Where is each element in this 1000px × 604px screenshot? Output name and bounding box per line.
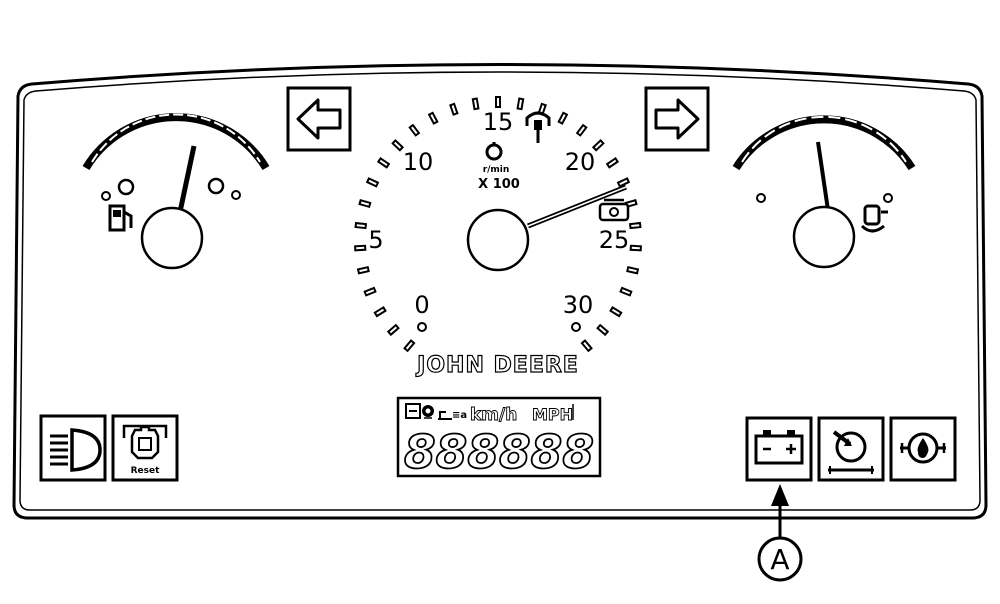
hydraulic-filter-indicator (817, 416, 885, 482)
tach-label-20: 20 (565, 148, 596, 176)
tach-tick-highlight (356, 224, 365, 227)
tach-tick-highlight (621, 289, 631, 295)
display-unit-label: km/h (470, 405, 517, 425)
coolant-cold-marker (756, 193, 766, 203)
coolant-temperature-gauge (732, 115, 916, 269)
fuel-full-marker (231, 190, 241, 200)
tach-label-25: 25 (599, 226, 630, 254)
tach-label-10: 10 (403, 148, 434, 176)
left-turn-arrow-icon (296, 98, 342, 140)
transmission-icon (598, 198, 630, 222)
tach-tick-highlight (608, 159, 617, 166)
tach-tick-highlight (578, 126, 585, 135)
engine-reset-indicator: Reset (111, 414, 179, 482)
headlight-indicator (39, 414, 107, 482)
right-turn-indicator (644, 86, 710, 152)
tach-tick-highlight (518, 99, 522, 108)
tach-label-5: 5 (368, 226, 383, 254)
tach-tick-highlight (628, 268, 637, 273)
tach-tick-highlight (474, 99, 478, 108)
tach-tick-highlight (359, 268, 368, 273)
display-km-icon-text: ≡a (452, 410, 467, 421)
tach-tick-highlight (394, 141, 402, 149)
oil-pressure-icon (900, 432, 946, 464)
battery-indicator (745, 416, 813, 482)
panel-inner-outline (19, 71, 981, 511)
fuel-low-marker (101, 191, 111, 201)
coolant-gauge-needle (816, 141, 830, 211)
coolant-gauge-hub (792, 205, 856, 269)
battery-icon (754, 430, 804, 465)
panel-outline (12, 63, 988, 520)
tach-tick-highlight (368, 179, 377, 186)
coolant-gauge-arc (732, 115, 916, 171)
fuel-gauge-hub (140, 206, 204, 270)
engine-reset-icon: Reset (122, 424, 168, 476)
engine-speed-icon (485, 142, 503, 161)
display-digits: 888888 (404, 425, 594, 479)
hydraulic-filter-icon (828, 430, 874, 474)
tach-label-0: 0 (414, 291, 429, 319)
tach-tick-highlight (379, 159, 388, 166)
tach-tick-highlight (360, 201, 370, 206)
coolant-temperature-icon (860, 204, 888, 233)
tach-tick-highlight (619, 179, 628, 186)
tach-tick-highlight (631, 224, 640, 227)
tach-tick-highlight (405, 341, 413, 350)
fuel-pump-icon (108, 204, 133, 232)
callout-a-arrowhead (771, 484, 789, 506)
left-turn-indicator (286, 86, 352, 152)
fuel-gauge-arc (82, 113, 270, 171)
display-status-icons: ≡a (405, 403, 467, 421)
tach-tick-highlight (430, 114, 436, 123)
fuel-full-dot (207, 177, 225, 195)
right-turn-arrow-icon (654, 98, 700, 140)
tachometer-hub (466, 208, 530, 272)
tach-tick-highlight (356, 246, 365, 250)
tach-tick-highlight (539, 105, 545, 114)
tach-tick-highlight (451, 105, 457, 114)
tach-label-30: 30 (563, 291, 594, 319)
tach-label-15: 15 (483, 108, 514, 136)
brand-logo-text: JOHN DEERE (415, 353, 579, 378)
fuel-low-dot (117, 178, 135, 196)
tach-zero-dot (417, 322, 427, 332)
tach-tick-highlight (611, 308, 620, 315)
tach-tick-highlight (594, 141, 602, 149)
tach-thirty-dot (571, 322, 581, 332)
tach-tick-highlight (560, 114, 566, 123)
coolant-hot-marker (883, 193, 893, 203)
callout-a-label: A (770, 543, 789, 576)
tach-tick-highlight (389, 326, 398, 334)
svg-text:Reset: Reset (131, 466, 160, 476)
tach-multiplier-label: X 100 (478, 177, 520, 192)
tach-tick-highlight (583, 341, 591, 350)
glow-plug-icon (525, 111, 551, 143)
callout-a-circle (757, 536, 803, 582)
headlight-icon (50, 428, 102, 472)
digital-display: ≡a km/h MPH 888888 (396, 396, 602, 480)
tach-tick-highlight (598, 326, 607, 334)
tach-tick-highlight (626, 201, 636, 206)
tachometer-ticks (354, 96, 642, 353)
pto-icon (438, 411, 452, 420)
callout-a: A (757, 484, 803, 582)
tachometer: 0 5 10 15 20 25 30 r/min X 100 (354, 96, 642, 353)
tach-tick-highlight (376, 308, 385, 315)
oil-pressure-indicator (889, 416, 957, 482)
fuel-gauge (82, 113, 270, 270)
tach-unit-label: r/min (483, 165, 510, 175)
tach-tick-highlight (365, 289, 375, 295)
tach-tick-highlight (411, 126, 418, 135)
tach-tick-highlight (631, 246, 640, 250)
display-alt-unit-label: MPH (532, 405, 573, 424)
fuel-gauge-needle (177, 145, 197, 213)
